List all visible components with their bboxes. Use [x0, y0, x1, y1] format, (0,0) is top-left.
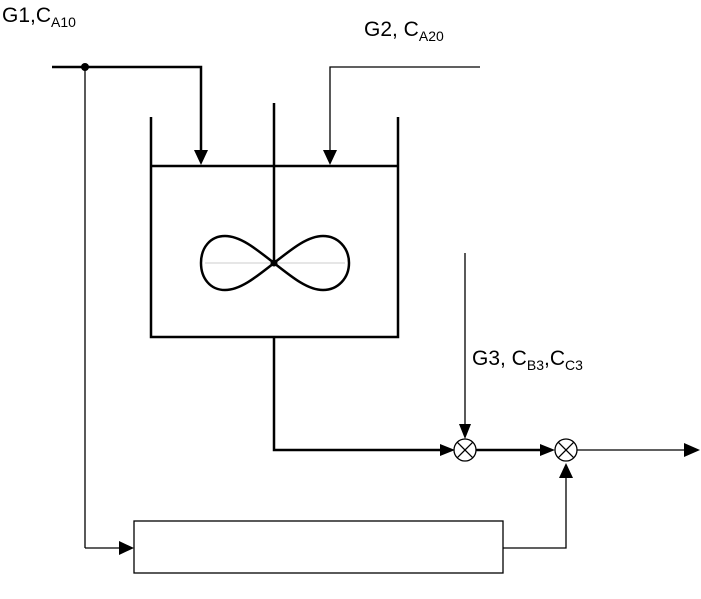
bypass-block: [133, 520, 504, 574]
mixing-junction-icon: [453, 438, 477, 462]
label-g1: G1,CA10: [2, 4, 76, 30]
arrow-head-icon: [119, 541, 134, 555]
feed-g2-line: [329, 66, 480, 152]
feed-g1-line: [52, 65, 203, 152]
arrow-head-icon: [540, 444, 555, 456]
arrow-head-icon: [684, 443, 700, 457]
impeller-hub: [270, 259, 278, 267]
arrow-head-icon: [459, 424, 471, 439]
reactor-outlet-line: [272, 337, 441, 452]
bypass-return-line: [503, 477, 567, 549]
label-g3: G3, CB3,CC3: [472, 347, 583, 373]
arrow-head-icon: [440, 444, 455, 456]
arrow-head-icon: [194, 150, 208, 165]
mixing-junction-icon: [554, 438, 578, 462]
arrow-head-icon: [323, 150, 337, 165]
arrow-head-icon: [559, 463, 573, 478]
label-g2: G2, CA20: [364, 18, 444, 44]
